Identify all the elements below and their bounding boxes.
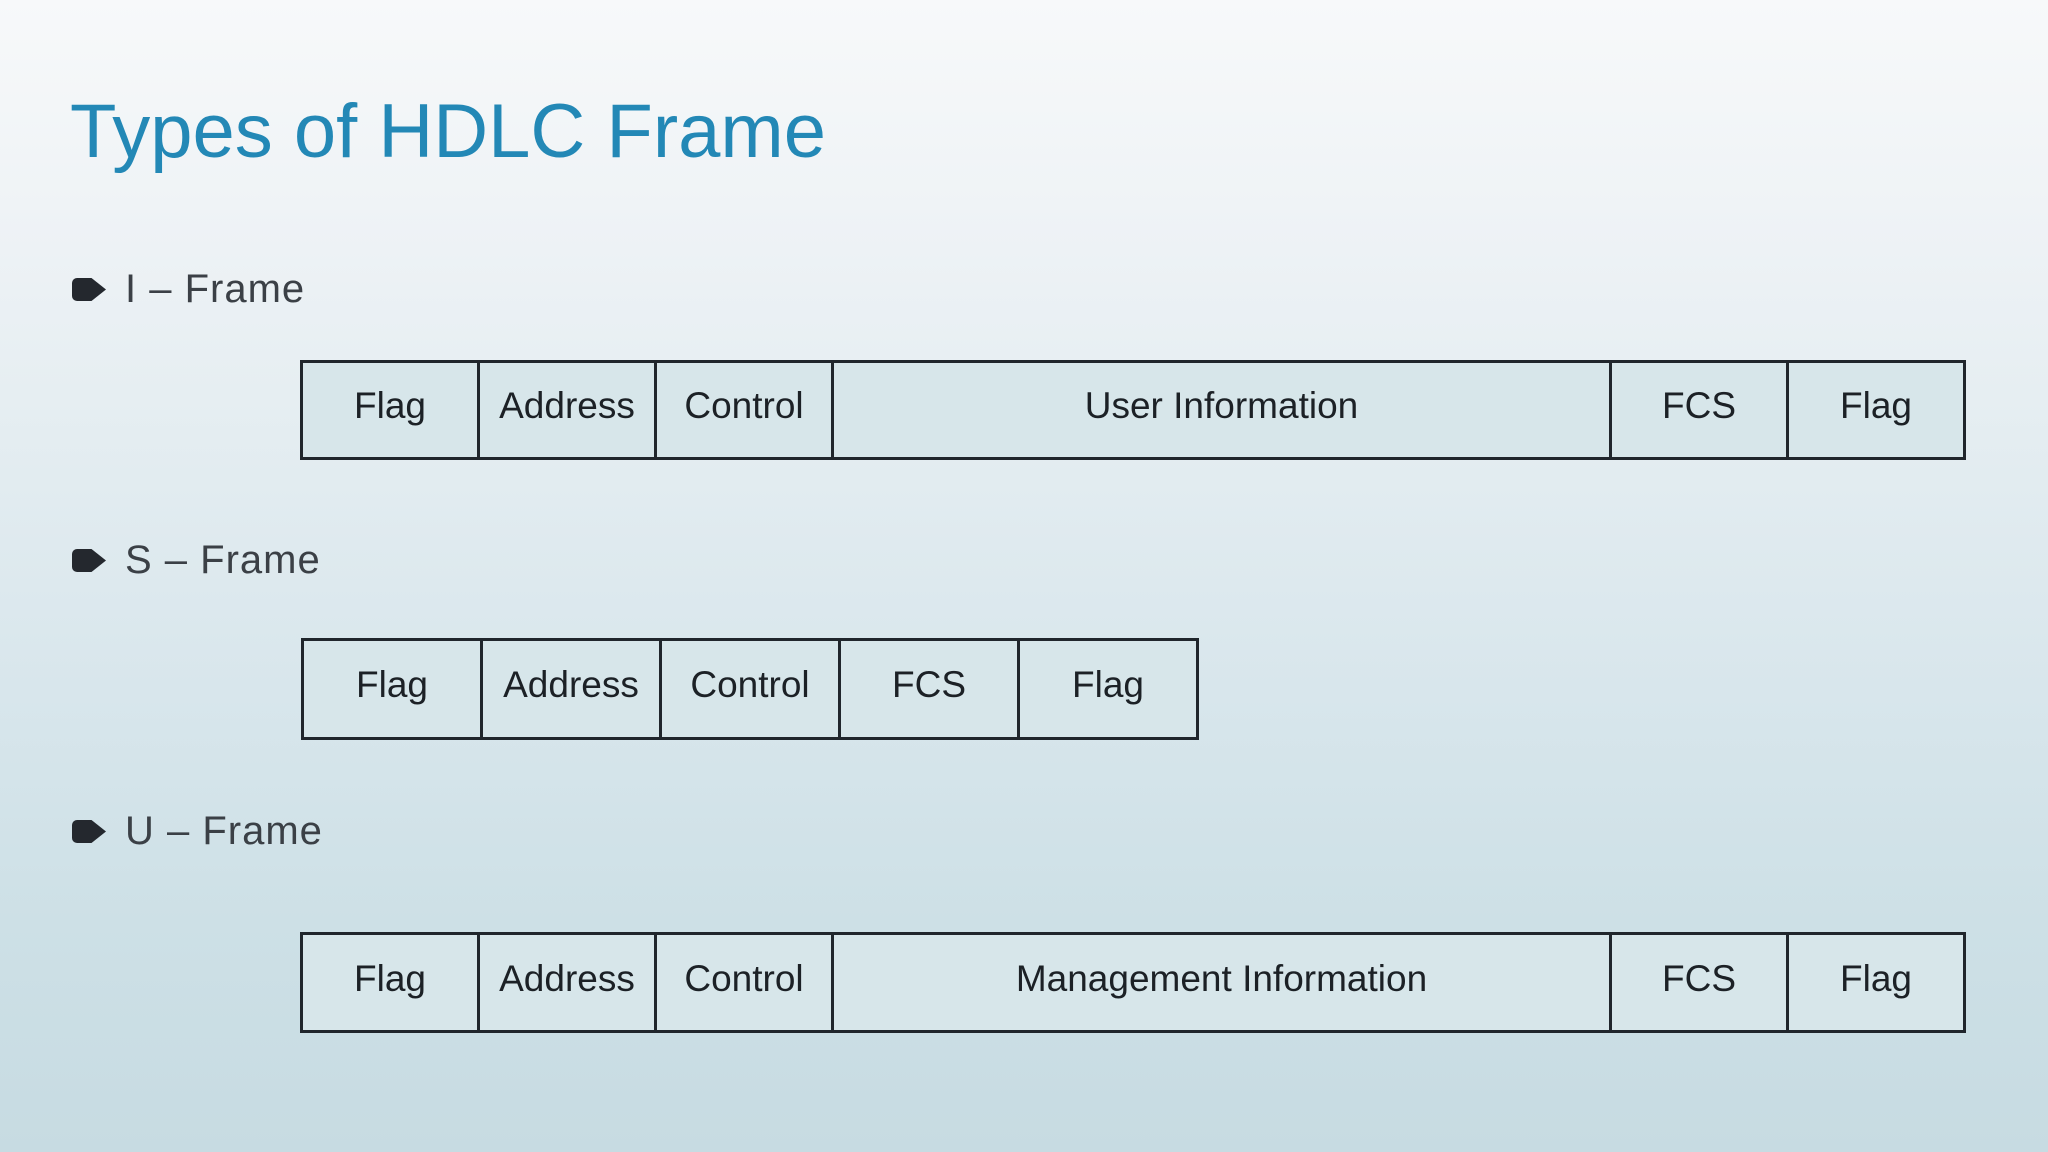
frame-field: Control [659,638,841,740]
frame-diagram-i: Flag Address Control User Information FC… [300,360,1966,460]
frame-field: Flag [300,932,480,1033]
frame-field: FCS [1609,932,1789,1033]
frame-field: Flag [1017,638,1199,740]
bullet-item-i-frame: I – Frame [72,267,305,311]
bullet-label: S – Frame [125,537,321,582]
frame-field: Address [477,932,657,1033]
frame-field: FCS [838,638,1020,740]
frame-field: Flag [1786,932,1966,1033]
frame-field: Flag [1786,360,1966,460]
frame-field: User Information [831,360,1612,460]
bullet-label: U – Frame [125,808,323,853]
arrow-bullet-icon [72,819,106,843]
frame-diagram-s: Flag Address Control FCS Flag [301,638,1199,740]
bullet-label: I – Frame [125,266,306,311]
arrow-bullet-icon [72,277,106,301]
bullet-item-s-frame: S – Frame [72,538,321,582]
slide-title: Types of HDLC Frame [70,89,826,174]
frame-field: Control [654,932,834,1033]
frame-field: Address [480,638,662,740]
frame-field: Management Information [831,932,1612,1033]
arrow-bullet-icon [72,548,106,572]
frame-field: Flag [301,638,483,740]
frame-diagram-u: Flag Address Control Management Informat… [300,932,1966,1033]
frame-field: Flag [300,360,480,460]
frame-field: FCS [1609,360,1789,460]
bullet-item-u-frame: U – Frame [72,809,323,853]
frame-field: Control [654,360,834,460]
frame-field: Address [477,360,657,460]
